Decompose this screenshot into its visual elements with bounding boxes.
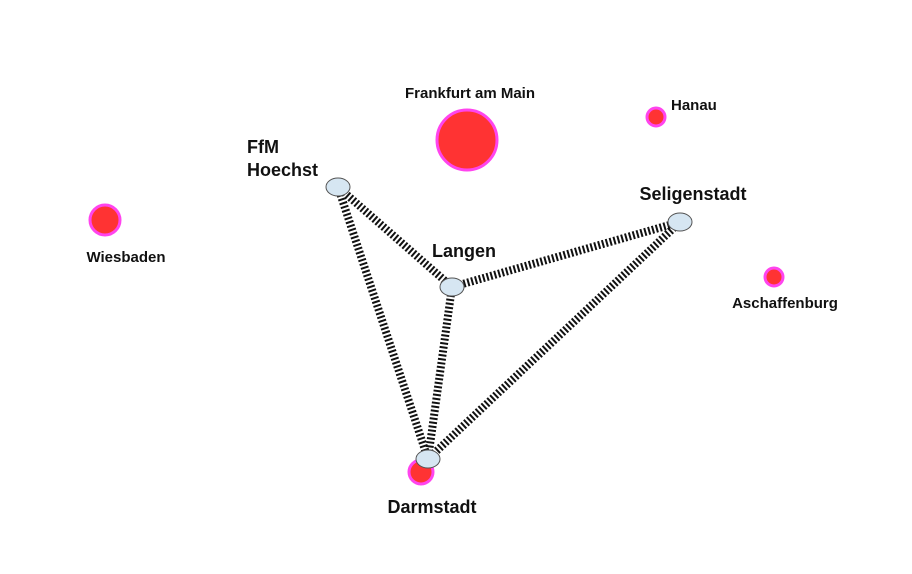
node-label-hoechst-line2: Hoechst — [247, 160, 318, 180]
city-marker-hanau — [645, 106, 667, 128]
city-marker-frankfurt — [435, 108, 499, 172]
cities-group — [88, 106, 785, 486]
link-langen-darmstadt — [424, 286, 456, 460]
node-langen — [439, 277, 465, 297]
node-seligenstadt — [667, 212, 693, 232]
city-label-aschaffenburg: Aschaffenburg — [732, 295, 838, 312]
node-hoechst — [325, 177, 351, 197]
node-darmstadt — [415, 449, 441, 469]
city-label-frankfurt: Frankfurt am Main — [405, 85, 535, 102]
node-label-langen: Langen — [432, 241, 496, 261]
node-labels-group: FfM Hoechst Langen Seligenstadt Darmstad… — [247, 137, 747, 517]
city-label-wiesbaden: Wiesbaden — [86, 249, 165, 266]
link-hoechst-langen — [335, 183, 455, 291]
city-label-hanau: Hanau — [671, 97, 717, 114]
node-label-seligenstadt: Seligenstadt — [639, 184, 746, 204]
nodes-group — [325, 177, 693, 469]
node-label-darmstadt: Darmstadt — [387, 497, 476, 517]
city-marker-wiesbaden — [88, 203, 122, 237]
node-label-hoechst-line1: FfM — [247, 137, 279, 157]
link-langen-seligenstadt — [450, 218, 682, 291]
city-labels-group: Frankfurt am Main Hanau Wiesbaden Aschaf… — [86, 85, 837, 312]
link-seligenstadt-darmstadt — [425, 219, 683, 462]
city-marker-aschaffenburg — [763, 266, 785, 288]
links-group — [334, 183, 683, 462]
